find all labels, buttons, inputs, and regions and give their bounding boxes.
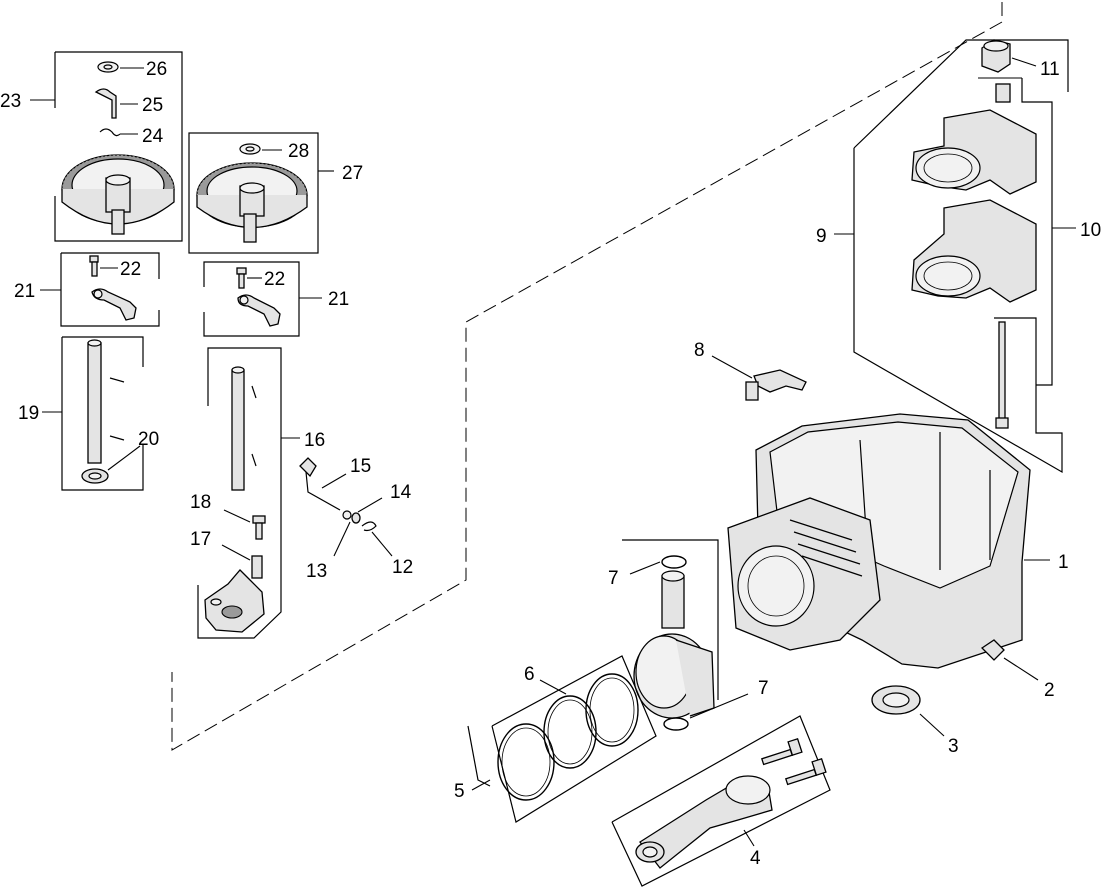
governor-shaft-19 bbox=[42, 336, 144, 491]
connecting-rod-4 bbox=[611, 715, 831, 887]
callout-9: 9 bbox=[816, 226, 827, 247]
callout-18: 18 bbox=[190, 492, 211, 513]
dashed-boundary bbox=[171, 2, 1003, 751]
callout-21-left: 21 bbox=[14, 281, 35, 302]
breather-fitting-8 bbox=[711, 355, 807, 401]
callout-10: 10 bbox=[1080, 220, 1101, 241]
callout-26: 26 bbox=[146, 59, 167, 80]
callout-17: 17 bbox=[190, 529, 211, 550]
callout-22-left: 22 bbox=[120, 259, 141, 280]
callout-6: 6 bbox=[524, 664, 535, 685]
callout-20: 20 bbox=[138, 429, 159, 450]
callout-2: 2 bbox=[1044, 680, 1055, 701]
callout-15: 15 bbox=[350, 456, 371, 477]
fitting-2 bbox=[980, 639, 1039, 681]
callout-12: 12 bbox=[392, 557, 413, 578]
callout-21-right: 21 bbox=[328, 289, 349, 310]
crankcase-1 bbox=[727, 413, 1050, 669]
governor-rod-assembly bbox=[299, 457, 393, 557]
piston-group bbox=[467, 539, 749, 823]
callout-28: 28 bbox=[288, 141, 309, 162]
callout-8: 8 bbox=[694, 340, 705, 361]
governor-lever-21-left bbox=[40, 252, 160, 327]
callout-1: 1 bbox=[1058, 552, 1069, 573]
callout-23: 23 bbox=[0, 91, 21, 112]
callout-11: 11 bbox=[1040, 59, 1060, 80]
oil-seal-3 bbox=[871, 685, 945, 737]
callout-22-right: 22 bbox=[264, 269, 285, 290]
callout-4: 4 bbox=[750, 848, 761, 869]
governor-lever-21-right bbox=[203, 261, 322, 337]
callout-14: 14 bbox=[390, 482, 412, 503]
callout-5: 5 bbox=[454, 781, 465, 802]
callout-24: 24 bbox=[142, 126, 164, 147]
governor-gear-27 bbox=[188, 132, 334, 254]
callout-13: 13 bbox=[306, 561, 327, 582]
cylinder-head-group bbox=[834, 39, 1076, 474]
callout-16: 16 bbox=[304, 430, 325, 451]
callout-25: 25 bbox=[142, 95, 163, 116]
callout-19: 19 bbox=[18, 403, 39, 424]
callout-7-bottom: 7 bbox=[758, 678, 769, 699]
callout-3: 3 bbox=[948, 736, 959, 757]
callout-7-top: 7 bbox=[608, 568, 619, 589]
governor-gear-assembly-23 bbox=[30, 51, 183, 242]
governor-cross-shaft-16 bbox=[197, 347, 300, 639]
callout-27: 27 bbox=[342, 163, 363, 184]
